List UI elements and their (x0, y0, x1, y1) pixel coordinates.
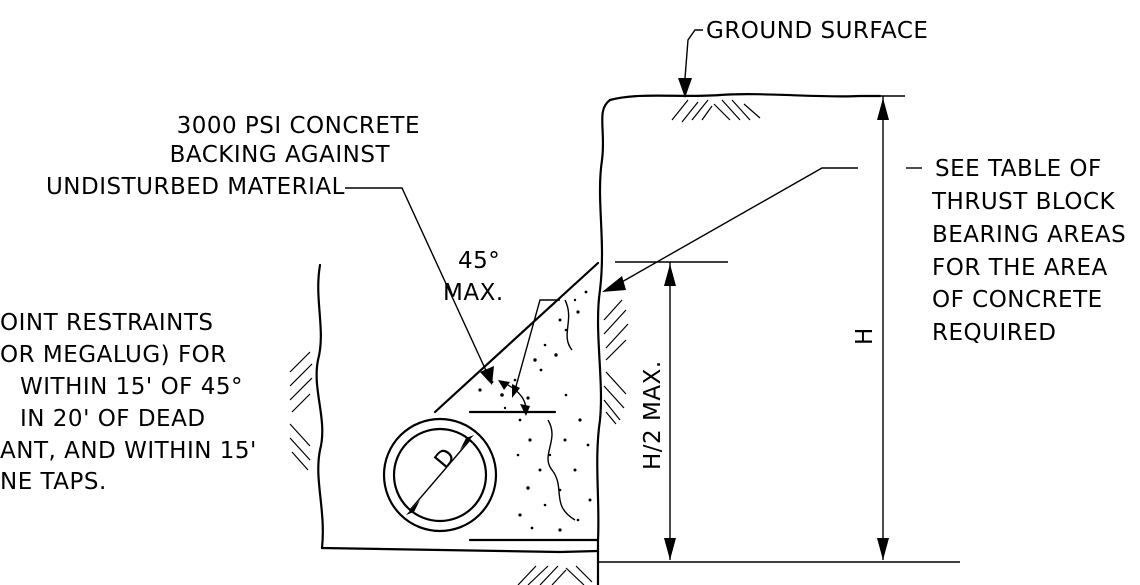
concrete-thrust-block (433, 261, 600, 542)
joint-restraint-line5: ANT, AND WITHIN 15' (0, 438, 257, 464)
angle-indicator (498, 299, 560, 416)
concrete-label-line1: 3000 PSI CONCRETE (177, 113, 420, 139)
trench-outline (315, 93, 882, 585)
concrete-aggregate (478, 290, 592, 532)
soil-hatching (289, 99, 761, 585)
joint-restraint-line3: WITHIN 15' OF 45° (20, 374, 243, 400)
see-table-line2: THRUST BLOCK (931, 189, 1116, 215)
dimension-h: H (852, 95, 905, 560)
leader-lines (345, 29, 858, 385)
joint-restraint-line6: NE TAPS. (0, 469, 107, 495)
joint-restraint-line1: OINT RESTRAINTS (0, 310, 214, 336)
ground-surface-label: GROUND SURFACE (706, 18, 928, 44)
see-table-line1: SEE TABLE OF (935, 156, 1102, 182)
dimension-h-half: H/2 MAX. (598, 261, 960, 563)
concrete-label-line3: UNDISTURBED MATERIAL (46, 174, 345, 200)
pipe-section: D (382, 417, 498, 533)
see-table-line6: REQUIRED (932, 320, 1056, 346)
pipe-diameter-label: D (430, 443, 462, 474)
dimension-h-label: H (852, 327, 878, 345)
angle-label-line1: 45° (458, 248, 500, 274)
dimension-h-half-label: H/2 MAX. (640, 360, 666, 470)
joint-restraint-line4: IN 20' OF DEAD (20, 406, 206, 432)
see-table-line4: FOR THE AREA (932, 255, 1108, 281)
concrete-label-line2: BACKING AGAINST (170, 142, 391, 168)
see-table-line3: BEARING AREAS (932, 222, 1126, 248)
angle-label-line2: MAX. (443, 280, 504, 306)
joint-restraint-line2: OR MEGALUG) FOR (0, 342, 227, 368)
see-table-line5: OF CONCRETE (932, 287, 1103, 313)
annotation-text: GROUND SURFACE 3000 PSI CONCRETE BACKING… (0, 18, 1126, 495)
